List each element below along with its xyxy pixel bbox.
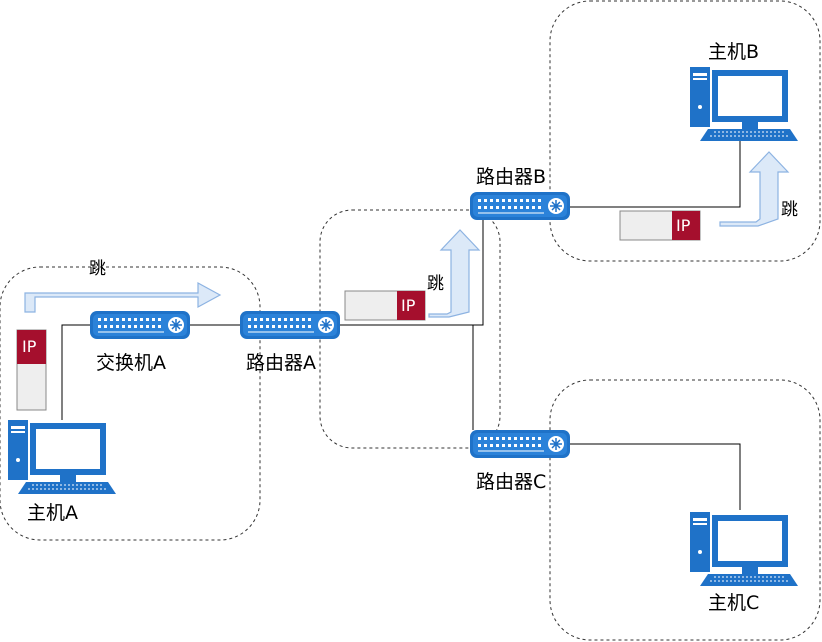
network-zone-c	[549, 379, 821, 641]
hop-label-1: 跳	[89, 259, 106, 279]
ip-packet-router-a: IP	[344, 290, 426, 321]
ip-tag-3: IP	[676, 216, 691, 235]
ip-packet-router-b: IP	[619, 210, 701, 241]
hop-arrow-up-2	[719, 151, 790, 227]
network-zone-a	[0, 266, 261, 541]
hop-label-2: 跳	[427, 274, 444, 294]
host-b-label: 主机B	[708, 41, 759, 63]
router-a-label: 路由器A	[246, 352, 316, 374]
host-c-icon[interactable]	[689, 511, 799, 587]
link-router-b-host-b	[570, 140, 741, 208]
router-a-icon[interactable]	[239, 310, 341, 340]
host-a-icon[interactable]	[7, 419, 117, 495]
network-zone-b	[549, 0, 821, 262]
router-b-icon[interactable]	[469, 191, 571, 221]
host-b-icon[interactable]	[689, 66, 799, 142]
router-c-icon[interactable]	[469, 429, 571, 459]
hop-arrow-up-1	[428, 229, 481, 318]
switch-a-label: 交换机A	[96, 352, 166, 374]
ip-tag-1: IP	[22, 337, 37, 356]
hop-label-3: 跳	[781, 200, 798, 220]
router-b-label: 路由器B	[476, 166, 546, 188]
host-c-label: 主机C	[708, 592, 759, 614]
hop-arrow-right	[24, 281, 222, 313]
router-c-label: 路由器C	[476, 471, 546, 493]
ip-packet-host-a: IP	[16, 329, 47, 411]
ip-tag-2: IP	[401, 296, 416, 315]
link-router-a-router-c	[340, 324, 474, 430]
host-a-label: 主机A	[27, 502, 78, 524]
switch-a-icon[interactable]	[89, 310, 191, 340]
link-router-c-host-c	[570, 443, 741, 510]
link-host-a-switch-a	[61, 324, 95, 420]
